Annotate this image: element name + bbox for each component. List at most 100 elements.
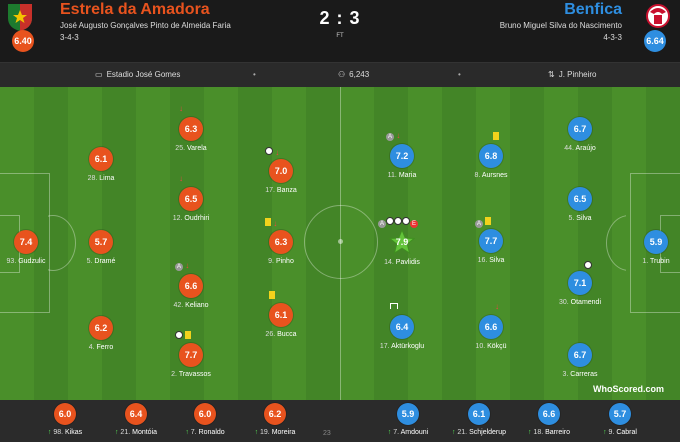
match-score: 2 : 3 [319, 8, 361, 28]
player-name: Pavlidis [395, 259, 420, 266]
away-player-carreras[interactable]: 6.7 3. Carreras [550, 343, 610, 378]
player-name: Travassos [178, 371, 211, 378]
home-sub-kikas[interactable]: 6.0 ↑ 98. Kikas [30, 403, 100, 436]
player-name: Gudzulic [18, 258, 46, 265]
away-player-kokcu[interactable]: ↓ 6.6 10. Kökçü [475, 302, 507, 351]
player-rating: 6.1 [269, 303, 293, 327]
stadium-icon: ▭ [95, 70, 103, 79]
player-name: Lima [99, 175, 115, 182]
away-player-silva-16[interactable]: A 7.7 16. Silva [461, 217, 521, 264]
assist-icon: A [475, 220, 483, 228]
sub-off-icon: ↓ [275, 148, 280, 157]
referee-icon: ⇅ [548, 70, 555, 79]
player-rating: 6.4 [125, 403, 147, 425]
away-player-araujo[interactable]: 6.7 44. Araújo [550, 117, 610, 152]
home-player-varela[interactable]: ↓ 6.3 25. Varela [175, 104, 207, 153]
away-team-rating: 6.64 [644, 30, 666, 52]
sub-off-icon: ↓ [495, 302, 499, 311]
player-name: Kökçü [487, 343, 507, 350]
player-rating: 6.6 [179, 274, 203, 298]
player-name: Silva [489, 257, 505, 264]
player-name: Keliano [185, 302, 209, 309]
home-team-rating: 6.40 [12, 30, 34, 52]
sub-off-icon: ↓ [396, 131, 401, 140]
home-crest-icon[interactable] [6, 2, 34, 32]
away-player-maria[interactable]: A ↓ 7.2 11. Maria [386, 131, 417, 179]
sub-on-icon: ↑ [114, 429, 119, 436]
subs-cut-number: 23 [323, 430, 331, 437]
away-crest-icon[interactable] [644, 2, 672, 32]
away-sub-schjelderup[interactable]: 6.1 ↑ 21. Schjelderup [444, 403, 514, 436]
player-rating: 6.0 [54, 403, 76, 425]
away-sub-amdouni[interactable]: 5.9 ↑ 7. Amdouni [373, 403, 443, 436]
player-rating: 6.1 [89, 147, 113, 171]
player-rating: 5.9 [397, 403, 419, 425]
away-formation: 4-3-3 [603, 33, 622, 42]
player-rating: 6.1 [468, 403, 490, 425]
goal-icon [394, 217, 402, 225]
goal-icon [265, 147, 273, 155]
player-name: Dramé [94, 258, 116, 265]
assist-icon: A [386, 133, 394, 141]
home-player-oudrhiri[interactable]: ↓ 6.5 12. Oudrhiri [172, 174, 210, 223]
player-rating: 6.5 [568, 187, 592, 211]
away-sub-barreiro[interactable]: 6.6 ↑ 18. Barreiro [514, 403, 584, 436]
match-header: 6.40 Estrela da Amadora José Augusto Gon… [0, 0, 680, 62]
assist-icon: A [175, 263, 183, 271]
away-player-silva-5[interactable]: 6.5 5. Silva [550, 187, 610, 222]
home-player-bucca[interactable]: 6.1 26. Bucca [251, 291, 311, 338]
away-penalty-box [630, 173, 680, 313]
away-player-aursnes[interactable]: 6.8 8. Aursnes [461, 132, 521, 179]
home-team-name[interactable]: Estrela da Amadora [60, 1, 210, 18]
home-player-gudzulic[interactable]: 7.4 93. Gudzulic [0, 230, 56, 265]
pitch: 7.4 93. Gudzulic 6.1 28. Lima 5.7 5. Dra… [0, 87, 680, 400]
sub-on-icon: ↑ [387, 429, 392, 436]
home-player-ferro[interactable]: 6.2 4. Ferro [71, 316, 131, 351]
player-name: Maria [398, 172, 417, 179]
man-of-the-match-star-icon: 7.9 [389, 229, 415, 255]
home-sub-ronaldo[interactable]: 6.0 ↑ 7. Ronaldo [170, 403, 240, 436]
player-rating: 7.9 [395, 237, 409, 247]
away-player-trubin[interactable]: 5.9 1. Trubin [626, 230, 680, 265]
home-player-banza[interactable]: ↓ 7.0 17. Banza [265, 147, 297, 194]
attendance-icon: ⚇ [338, 70, 346, 79]
player-name: Kikas [65, 429, 83, 436]
away-player-akturkoglu[interactable]: 6.4 17. Aktürkoglu [372, 303, 432, 350]
player-rating: 6.2 [89, 316, 113, 340]
goal-icon [386, 217, 394, 225]
player-rating: 6.7 [568, 343, 592, 367]
sub-off-icon: ↓ [273, 219, 278, 228]
referee-name: J. Pinheiro [558, 70, 597, 79]
error-icon: E [410, 220, 418, 228]
player-name: Ferro [96, 344, 114, 351]
sub-on-icon: ↑ [451, 429, 456, 436]
player-name: Banza [276, 187, 297, 194]
home-player-keliano[interactable]: A ↓ 6.6 42. Keliano [173, 261, 209, 310]
sub-on-icon: ↑ [603, 429, 607, 436]
sub-off-icon: ↓ [179, 174, 183, 183]
home-player-drame[interactable]: 5.7 5. Dramé [71, 230, 131, 265]
player-rating: 6.3 [179, 117, 203, 141]
attendance-info: ⚇ 6,243 [338, 70, 369, 79]
player-name: Moreira [271, 429, 296, 436]
player-name: Aursnes [481, 172, 508, 179]
away-player-otamendi[interactable]: 7.1 30. Otamendi [550, 261, 610, 306]
home-player-travassos[interactable]: 7.7 2. Travassos [161, 331, 221, 378]
referee-info: ⇅ J. Pinheiro [548, 70, 597, 79]
home-sub-moreira[interactable]: 6.2 ↑ 19. Moreira [240, 403, 310, 436]
home-player-pinho[interactable]: ↓ 6.3 9. Pinho [251, 218, 311, 265]
player-rating: 5.9 [644, 230, 668, 254]
away-sub-cabral[interactable]: 5.7 ↑ 9. Cabral [585, 403, 655, 436]
player-rating: 7.7 [479, 229, 503, 253]
goal-icon [584, 261, 592, 269]
away-team-name[interactable]: Benfica [564, 1, 622, 18]
home-player-lima[interactable]: 6.1 28. Lima [71, 147, 131, 182]
yellow-card-icon [485, 217, 492, 225]
home-sub-montoia[interactable]: 6.4 ↑ 21. Montóia [101, 403, 171, 436]
yellow-card-icon [265, 218, 271, 226]
sub-on-icon: ↑ [47, 429, 52, 436]
home-manager: José Augusto Gonçalves Pinto de Almeida … [60, 21, 231, 30]
separator: • [458, 70, 461, 79]
player-name: Varela [186, 145, 207, 152]
